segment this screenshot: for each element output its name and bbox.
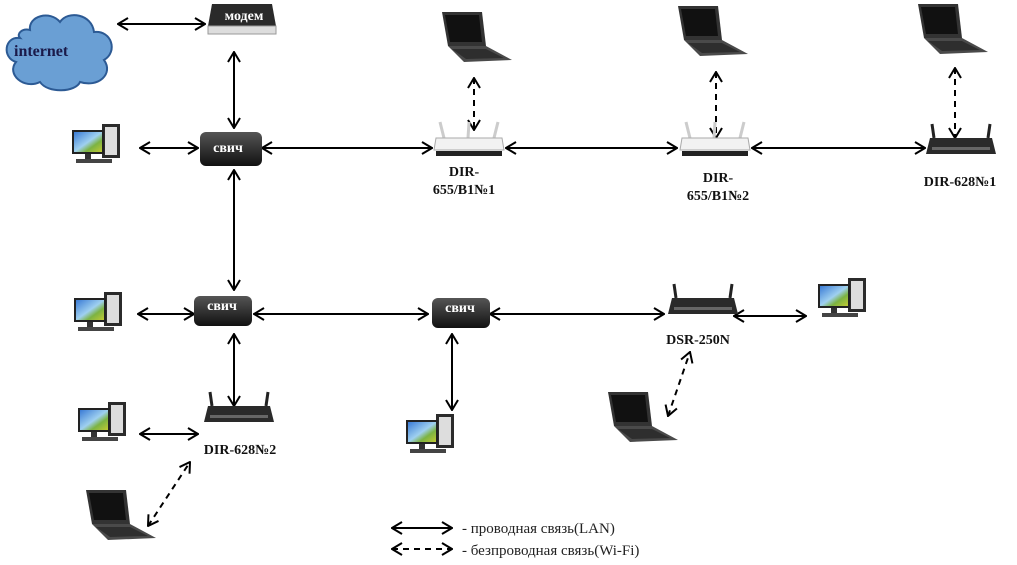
legend-wifi-label: - безпроводная связь(Wi-Fi): [462, 543, 639, 559]
router-icon: [202, 390, 276, 424]
router-icon: [432, 120, 506, 158]
desktop-pc-icon: [406, 414, 454, 453]
router-icon: [678, 120, 752, 158]
dsr250n-label: DSR-250N: [666, 333, 730, 348]
switch-icon: [432, 298, 490, 328]
laptop-icon: [678, 6, 748, 56]
desktop-pc-icon: [818, 278, 866, 317]
dir655-2-label-line2: 655/B1№2: [687, 189, 749, 204]
switch-icon: [200, 132, 262, 166]
laptop-icon: [442, 12, 512, 62]
desktop-pc-icon: [74, 292, 122, 331]
switch-icon: [194, 296, 252, 326]
laptop-icon: [608, 392, 678, 442]
router-icon: [924, 122, 998, 156]
legend: - проводная связь(LAN) - безпроводная св…: [392, 521, 639, 559]
link-laptop4-dir628-2: [148, 462, 190, 526]
desktop-pc-icon: [78, 402, 126, 441]
internet-cloud: internet: [5, 14, 113, 92]
dir655-2-node: DIR- 655/B1№2: [678, 120, 752, 204]
dir655-1-label-line1: DIR-: [449, 165, 480, 180]
switch1-label: свич: [213, 141, 243, 156]
dir628-2-label: DIR-628№2: [204, 443, 276, 458]
dir655-1-node: DIR- 655/B1№1: [432, 120, 506, 198]
switch1-node: свич: [200, 132, 262, 166]
dir628-2-node: DIR-628№2: [202, 390, 276, 458]
dir655-1-label-line2: 655/B1№1: [433, 183, 495, 198]
wifi-links: [148, 68, 955, 526]
legend-lan-label: - проводная связь(LAN): [462, 521, 615, 537]
switch2-node: свич: [194, 296, 252, 326]
dsr250n-node: DSR-250N: [666, 282, 740, 348]
dir628-1-node: DIR-628№1: [924, 122, 998, 190]
switch2-label: свич: [207, 299, 237, 314]
lan-links: [118, 24, 925, 434]
link-laptop5-dsr250n: [668, 352, 690, 416]
dir628-1-label: DIR-628№1: [924, 175, 996, 190]
cloud-icon: [5, 14, 113, 92]
switch3-node: свич: [432, 298, 490, 328]
switch3-label: свич: [445, 301, 475, 316]
internet-label: internet: [14, 43, 69, 60]
desktop-pc-icon: [72, 124, 120, 163]
laptop-icon: [86, 490, 156, 540]
dir655-2-label-line1: DIR-: [703, 171, 734, 186]
modem-icon: [208, 4, 276, 26]
modem-label: модем: [225, 9, 264, 24]
modem-node: модем: [207, 4, 277, 35]
laptop-icon: [918, 4, 988, 54]
router-icon: [666, 282, 740, 316]
